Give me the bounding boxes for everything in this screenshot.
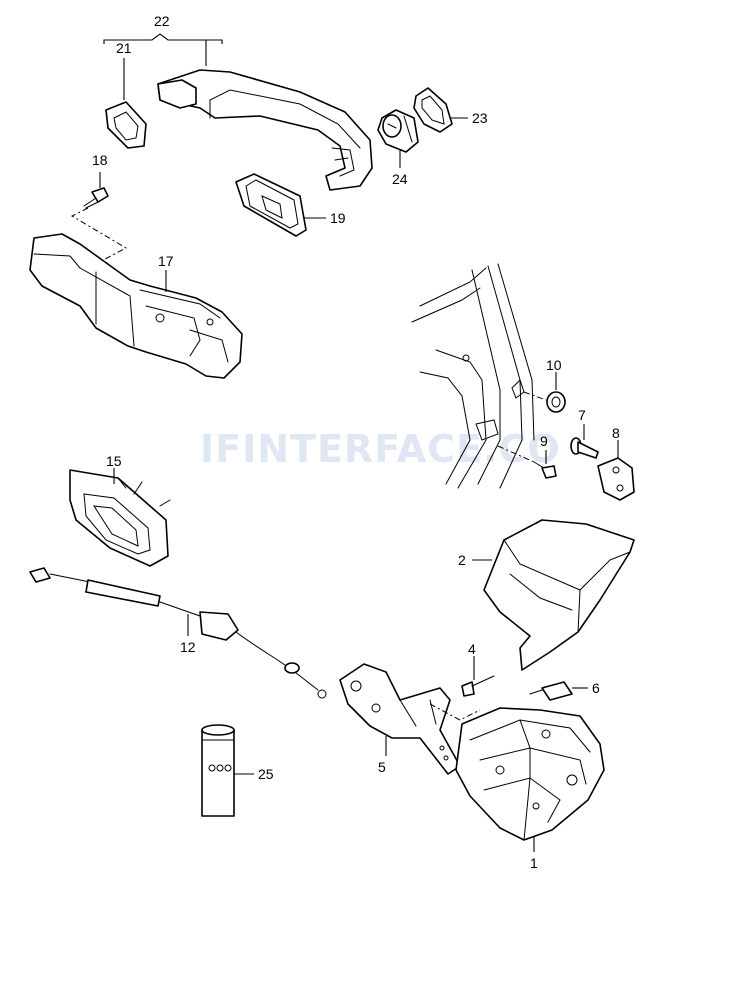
callout-1: 1 [530,855,538,871]
callout-18: 18 [92,152,108,168]
part-10-nut [546,391,566,413]
part-8-striker-plate [597,457,635,501]
callout-19: 19 [330,210,346,226]
callout-9: 9 [540,433,548,449]
part-24-lock-cylinder [377,109,419,153]
callout-23: 23 [472,110,488,126]
part-4-rivet [461,675,495,697]
callout-24: 24 [392,171,408,187]
callout-7: 7 [578,407,586,423]
dash-9 [497,445,535,463]
part-15-inner-handle [69,469,171,567]
callout-22: 22 [154,13,170,29]
part-22-door-handle [157,69,373,191]
callout-5: 5 [378,759,386,775]
part-12-cable [29,567,327,699]
dash-5-1 [429,703,481,721]
part-7-bolt [570,437,599,459]
callout-8: 8 [612,425,620,441]
callout-17: 17 [158,253,174,269]
part-6-switch [529,681,573,701]
callout-15: 15 [106,453,122,469]
callout-21: 21 [116,40,132,56]
callout-10: 10 [546,357,562,373]
dash-18-17 [70,207,128,269]
callout-12: 12 [180,639,196,655]
callout-4: 4 [468,641,476,657]
part-9-screw [533,461,557,479]
watermark: IFINTERFACE.CO [200,427,561,471]
callout-22-bracket [103,33,223,100]
door-frame [411,263,535,489]
callout-25: 25 [258,766,274,782]
part-5-bracket [339,663,461,775]
callout-6: 6 [592,680,600,696]
part-19-handle-seal [235,173,307,237]
dash-10 [523,391,547,401]
part-2-cover [483,519,635,671]
part-1-door-lock [455,707,605,841]
part-21-gasket [105,101,147,149]
callout-2: 2 [458,552,466,568]
part-25-lubricant-can [201,724,235,817]
part-17-handle-carrier [29,233,243,379]
part-18-screw [83,187,109,209]
part-23-cap [413,87,453,133]
